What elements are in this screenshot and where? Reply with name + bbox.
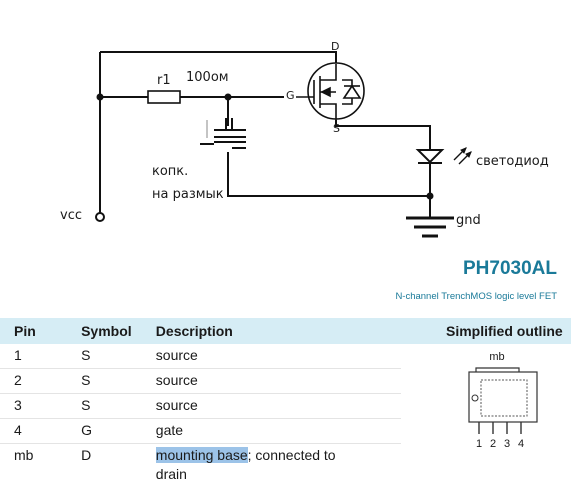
table-header-row: Pin Symbol Description Simplified outlin…: [0, 318, 571, 344]
symbol-cell: S: [67, 344, 142, 369]
gate-pin-label: G: [286, 89, 295, 102]
part-subtitle: N-channel TrenchMOS logic level FET: [395, 291, 557, 302]
mosfet-symbol: [296, 62, 365, 120]
table-row: 3 S source: [0, 393, 571, 419]
outline-cell: mb 1 2 3 4: [401, 344, 571, 484]
resistor-label: r1: [157, 73, 171, 88]
pin-cell: 4: [0, 418, 68, 444]
junction-dot: [224, 93, 232, 101]
resistor-r1: [147, 90, 181, 104]
package-outline: mb 1 2 3 4: [468, 351, 538, 450]
description-cell: gate: [141, 418, 401, 444]
ground-symbol: [406, 214, 454, 238]
symbol-cell: S: [67, 368, 142, 394]
wire-bottom: [227, 152, 430, 197]
table-row: 1 S source mb 1 2 3 4: [0, 344, 571, 450]
button-label-line2: на размык: [152, 187, 224, 202]
pin-number-2: 2: [490, 438, 496, 450]
pin-cell: 1: [0, 344, 68, 369]
pin-table: Pin Symbol Description Simplified outlin…: [0, 318, 571, 484]
pin-cell: 2: [0, 368, 68, 394]
pin-cell: mb: [14, 447, 34, 463]
pin1-marker: [471, 394, 479, 402]
vcc-label: vcc: [60, 208, 82, 223]
mb-label: mb: [489, 351, 504, 363]
junction-dot: [426, 192, 434, 200]
pin-number-1: 1: [476, 438, 482, 450]
button-label-line1: копк.: [152, 164, 189, 179]
description-rest: ; connected to: [247, 447, 336, 463]
gnd-label: gnd: [456, 213, 481, 228]
vcc-terminal: [95, 212, 105, 222]
header-description: Description: [141, 318, 401, 344]
circuit-schematic: [95, 51, 472, 238]
header-symbol: Symbol: [67, 318, 142, 344]
description-line2: drain: [155, 466, 187, 482]
resistor-value: 100ом: [186, 70, 229, 85]
push-button: [200, 118, 246, 149]
led-symbol: [415, 147, 472, 165]
junction-dot: [96, 93, 104, 101]
highlighted-text[interactable]: mounting base: [155, 447, 248, 463]
package-inner: [480, 379, 528, 417]
wire-source: [335, 120, 431, 150]
pin-number-4: 4: [518, 438, 524, 450]
table-row: 4 G gate: [0, 418, 571, 444]
drain-pin-label: D: [331, 40, 340, 53]
description-cell: source: [141, 393, 401, 419]
led-label: светодиод: [476, 154, 549, 169]
symbol-cell: D: [81, 447, 92, 463]
pin-cell: 3: [0, 393, 68, 419]
table-row: 2 S source: [0, 368, 571, 394]
header-outline: Simplified outline: [401, 318, 571, 344]
description-cell: source: [141, 368, 401, 394]
wire-drain-rail: [100, 51, 337, 64]
symbol-cell: G: [67, 418, 142, 444]
description-cell: mounting base; connected to drain: [142, 444, 401, 485]
table-row: mb D mounting base; connected to drain: [0, 444, 571, 485]
description-cell: source: [141, 344, 401, 369]
header-pin: Pin: [0, 318, 68, 344]
package-tab: [475, 367, 520, 372]
source-pin-label: S: [333, 122, 340, 135]
part-number: PH7030AL: [463, 258, 557, 279]
symbol-cell: S: [67, 393, 142, 419]
pin-number-3: 3: [504, 438, 510, 450]
